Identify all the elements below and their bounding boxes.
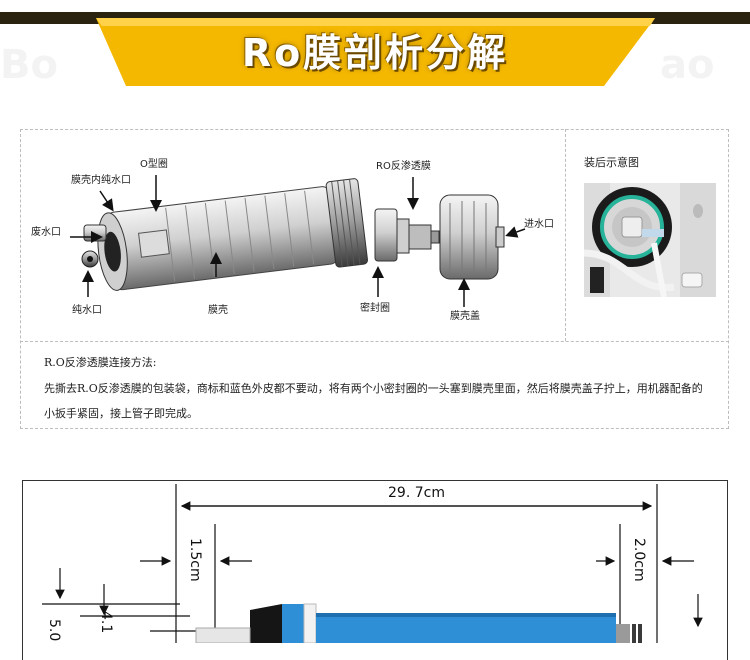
label-o-ring: O型圈	[140, 157, 168, 170]
instructions-title: R.O反渗透膜连接方法:	[44, 354, 157, 370]
label-housing: 膜壳	[208, 303, 228, 316]
label-ro-membrane: RO反渗透膜	[376, 159, 431, 172]
title-banner: Bo ao Ro膜剖析分解	[0, 0, 750, 95]
instructions-body: 先撕去R.O反渗透膜的包装袋，商标和蓝色外皮都不要动，将有两个小密封圈的一头塞到…	[44, 376, 710, 426]
dimension-outer-diameter: 5.0	[46, 619, 62, 641]
after-assembly-label: 装后示意图	[584, 154, 639, 170]
label-housing-cap: 膜壳盖	[450, 309, 480, 322]
dimension-left-gap: 1.5cm	[187, 538, 203, 582]
label-pure-outlet: 纯水口	[72, 303, 102, 316]
page-title: Ro膜剖析分解	[0, 22, 750, 77]
dimension-right-gap: 2.0cm	[631, 538, 647, 582]
label-inlet: 进水口	[524, 218, 554, 230]
ro-housing-diagram: O型圈 膜壳内纯水口 RO反渗透膜 废水口 进水口 纯水口 膜壳 密封圈 膜壳盖	[20, 129, 566, 341]
label-seal-ring: 密封圈	[360, 301, 390, 314]
label-inner-pure-outlet: 膜壳内纯水口	[71, 173, 131, 186]
after-assembly-photo	[584, 183, 716, 297]
dimension-length: 29. 7cm	[388, 485, 445, 501]
panel-divider	[20, 341, 729, 342]
dimension-inner-diameter: 4.1	[98, 611, 114, 633]
label-waste-outlet: 废水口	[31, 225, 61, 238]
